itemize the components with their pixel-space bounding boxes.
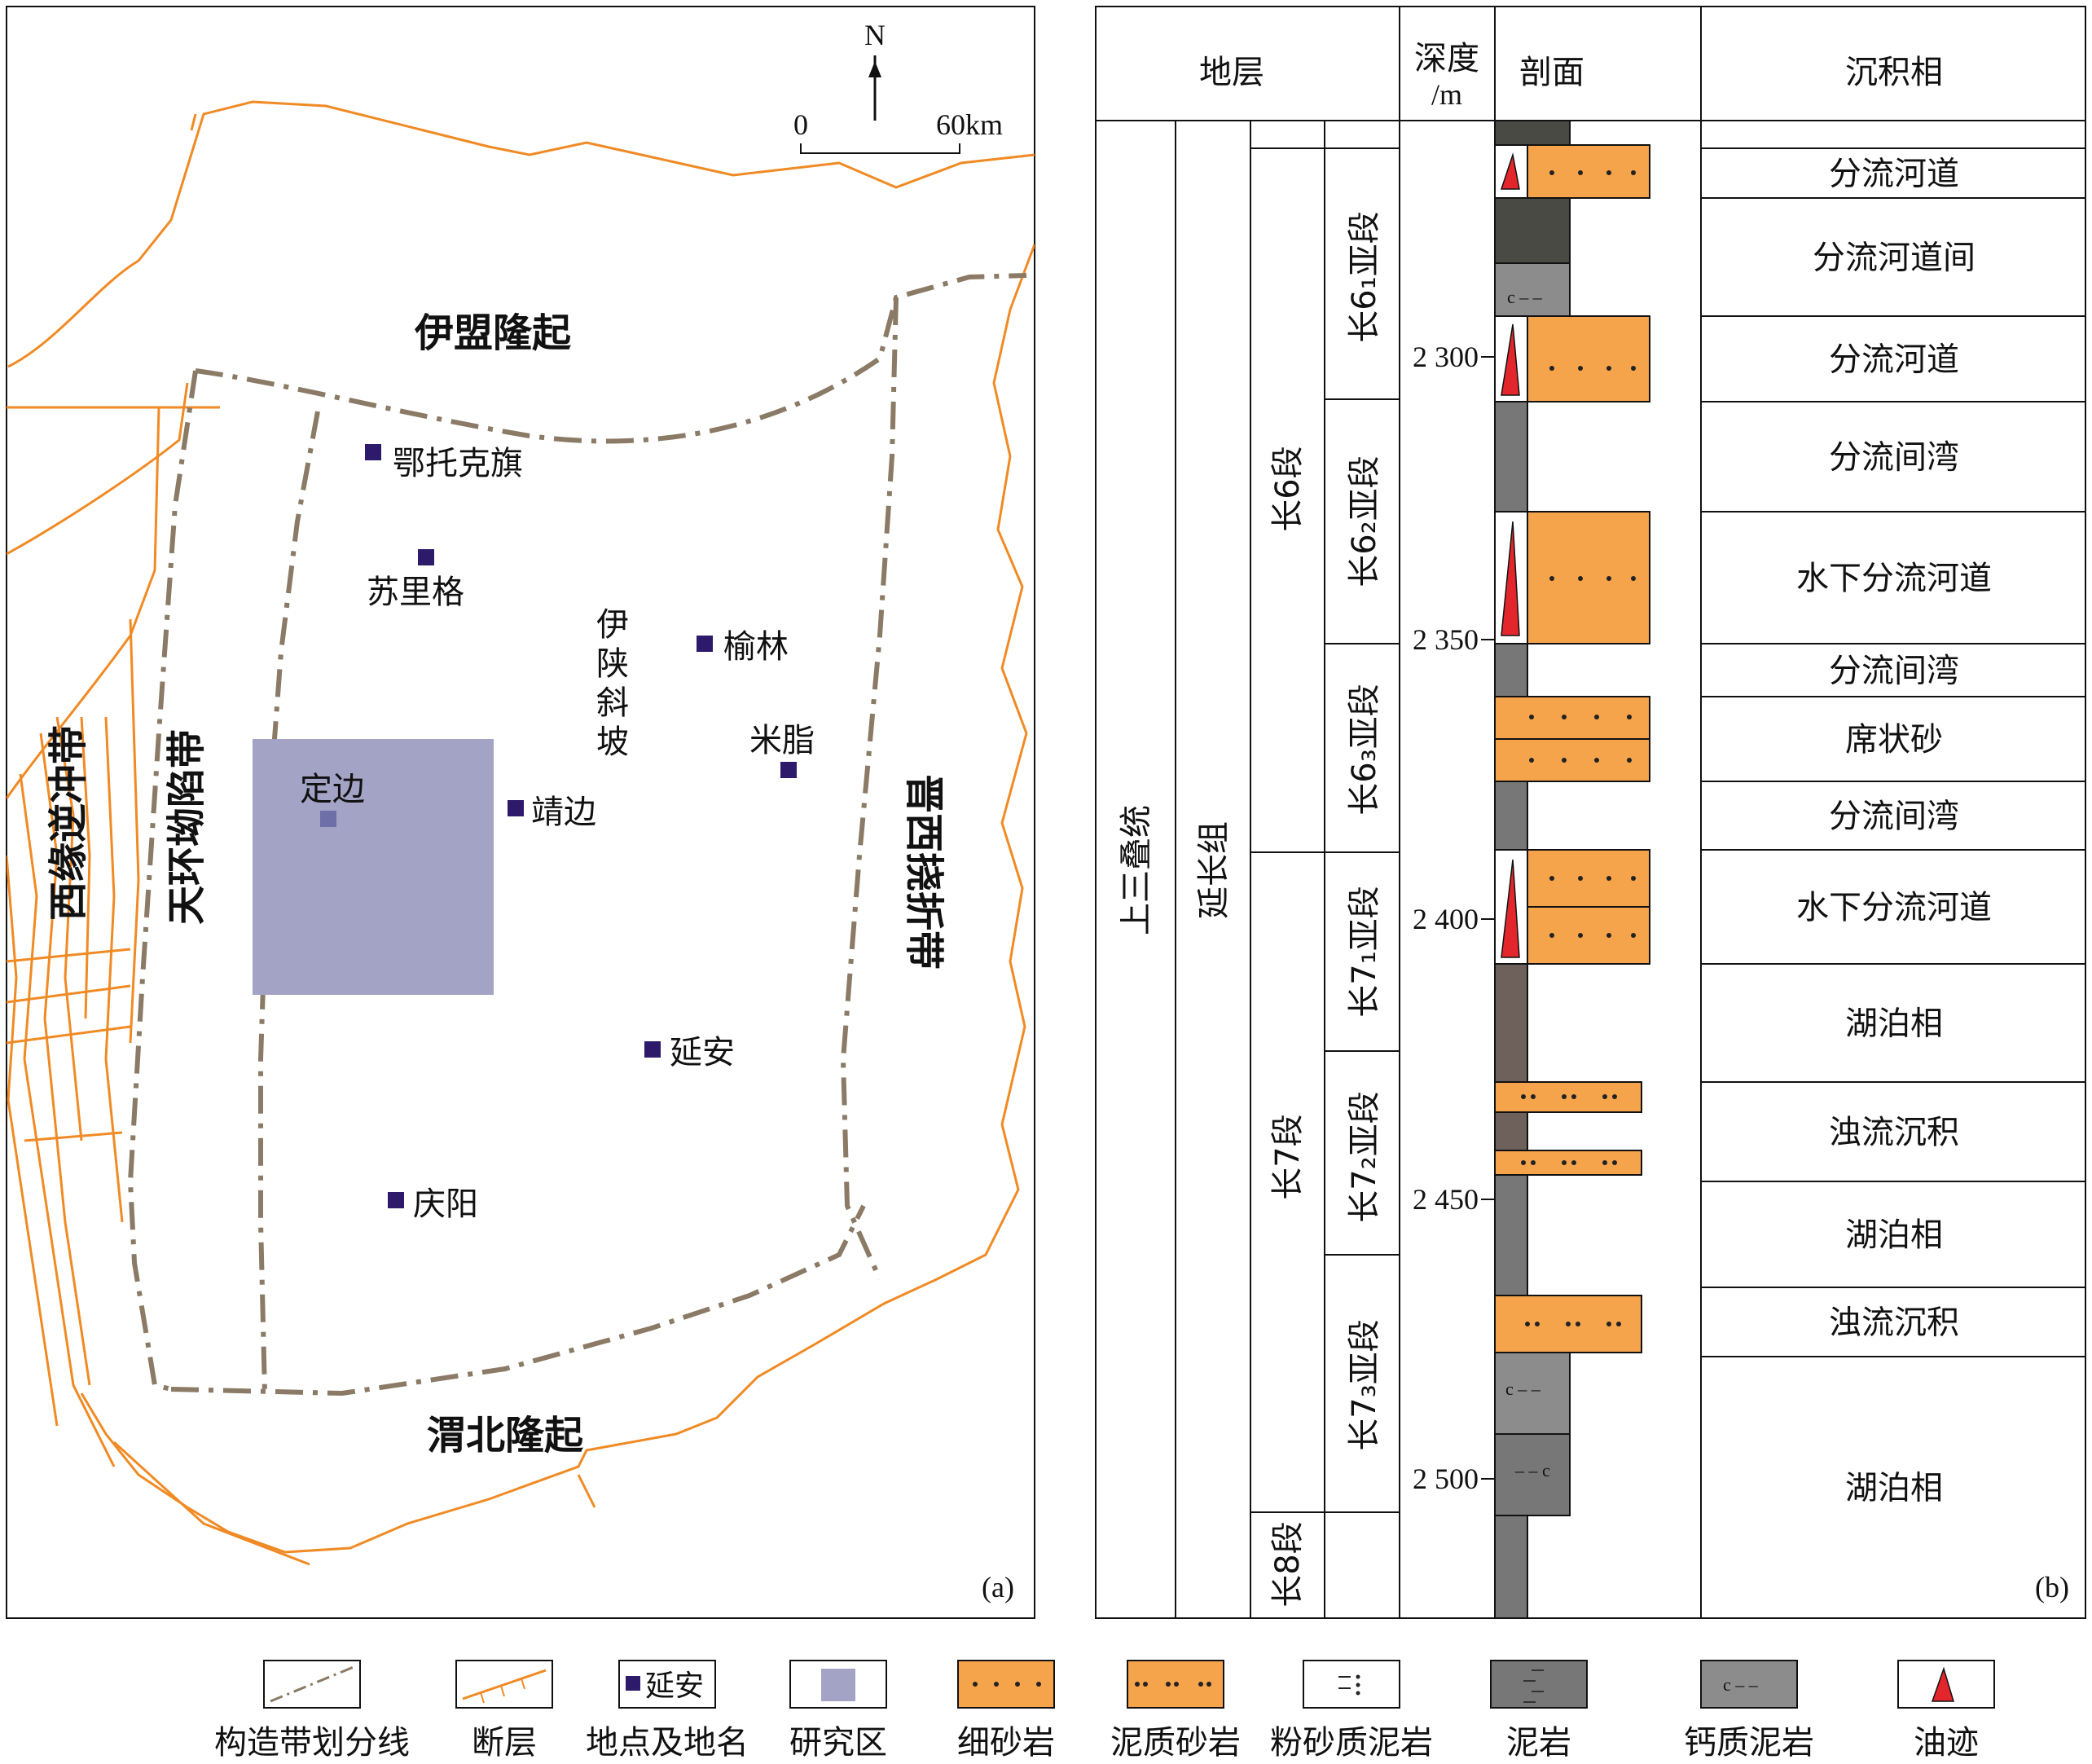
svg-text:鄂托克旗: 鄂托克旗	[393, 445, 523, 482]
legend-label: 泥岩	[1506, 1724, 1571, 1762]
depth-axis: 2 300 2 350 2 400 2 450 2 500	[1413, 341, 1495, 1495]
place-dingbian: 定边	[300, 771, 365, 827]
facies-label: 分流间湾	[1829, 798, 1959, 835]
label-western-thrust-belt: 西缘逆冲带	[46, 725, 91, 921]
svg-text:2 300: 2 300	[1413, 341, 1479, 373]
submember-c73: 长7₃亚段	[1346, 1319, 1383, 1450]
facies-label: 分流河道	[1829, 341, 1959, 379]
svg-text:c – –: c – –	[1505, 1379, 1541, 1399]
facies-label: 水下分流河道	[1796, 560, 1992, 597]
place-sulige: 苏里格	[367, 549, 464, 611]
legend-label: 油迹	[1914, 1724, 1979, 1762]
facies-label: 分流间湾	[1829, 653, 1959, 690]
header-strata: 地层	[1199, 54, 1264, 91]
place-jingbian: 靖边	[508, 794, 596, 831]
scale-bar: 0 60km	[793, 108, 1003, 154]
svg-text:靖边: 靖边	[531, 794, 596, 831]
label-weibei-uplift: 渭北隆起	[427, 1413, 584, 1458]
legend-fault	[455, 1660, 553, 1709]
svg-text:2 500: 2 500	[1413, 1463, 1479, 1495]
svg-text:米脂: 米脂	[749, 722, 815, 759]
facies-label: 浊流沉积	[1829, 1114, 1959, 1151]
label-tianhuan-depression: 天环坳陷带	[164, 729, 209, 925]
system-label: 上三叠统	[1118, 805, 1155, 935]
legend-silty-mudstone	[1303, 1660, 1400, 1709]
legend: 延安 c – – 构造带划分线 断层	[214, 1660, 1995, 1762]
header-section: 剖面	[1519, 54, 1584, 91]
header-depth-unit: /m	[1431, 78, 1462, 111]
facies-column: 分流河道分流河道间分流河道分流间湾水下分流河道分流间湾席状砂分流间湾水下分流河道…	[1701, 147, 2085, 1507]
study-area	[253, 739, 494, 995]
facies-label: 分流河道间	[1813, 240, 1976, 277]
panel-b-column: 地层 深度 /m 剖面 沉积相 上三叠统 延长组 长6段 长7段 长8段 长6₁…	[1095, 6, 2086, 1619]
formation-label: 延长组	[1195, 821, 1233, 919]
svg-text:延安: 延安	[645, 1669, 704, 1703]
legend-oil-trace	[1897, 1660, 1995, 1709]
facies-label: 湖泊相	[1845, 1005, 1943, 1043]
legend-label: 断层	[472, 1724, 537, 1762]
legend-boundary	[263, 1660, 361, 1709]
svg-text:60km: 60km	[936, 108, 1003, 141]
place-mizhi: 米脂	[749, 722, 815, 778]
svg-text:0: 0	[793, 108, 808, 141]
panel-b-label: (b)	[2035, 1571, 2069, 1603]
svg-text:N: N	[864, 19, 886, 51]
north-arrow: N	[864, 19, 886, 121]
legend-label: 钙质泥岩	[1684, 1724, 1814, 1762]
panel-a-label: (a)	[982, 1571, 1014, 1603]
panel-a-map: N 0 60km 伊盟隆起 渭北隆起 西缘逆冲带 天环坳陷带 晋西挠折带 伊陕斜…	[6, 6, 1035, 1619]
label-yimeng-uplift: 伊盟隆起	[414, 310, 572, 356]
member-c8: 长8段	[1269, 1521, 1307, 1607]
legend-mudstone	[1490, 1660, 1588, 1709]
yishan-slope-text: 伊陕斜坡	[596, 606, 629, 761]
svg-text:c – –: c – –	[1507, 287, 1543, 307]
legend-label: 研究区	[789, 1724, 887, 1762]
facies-label: 分流河道	[1829, 156, 1959, 193]
lithology-column: c – – c – – – – c	[1494, 120, 1650, 1619]
label-yishan-slope: 伊陕斜坡	[596, 606, 629, 761]
svg-text:2 450: 2 450	[1413, 1183, 1479, 1216]
tectonic-boundaries	[127, 273, 1027, 1397]
legend-calcareous-mudstone: c – –	[1700, 1660, 1798, 1709]
legend-fine-sandstone	[957, 1660, 1055, 1709]
legend-label: 地点及地名	[586, 1724, 749, 1762]
svg-text:– – c: – – c	[1514, 1460, 1550, 1480]
member-c6: 长6段	[1269, 446, 1307, 531]
legend-muddy-sandstone	[1127, 1660, 1224, 1709]
svg-text:2 350: 2 350	[1413, 623, 1479, 656]
legend-study-area	[789, 1660, 887, 1709]
facies-label: 湖泊相	[1845, 1470, 1943, 1507]
facies-label: 水下分流河道	[1796, 889, 1992, 926]
legend-label: 细砂岩	[957, 1724, 1055, 1762]
legend-label: 粉砂质泥岩	[1270, 1724, 1433, 1762]
legend-label: 泥质砂岩	[1110, 1724, 1241, 1762]
svg-text:定边: 定边	[300, 771, 365, 808]
place-etuokeqi: 鄂托克旗	[365, 444, 523, 482]
svg-text:榆林: 榆林	[723, 628, 789, 666]
svg-text:延安: 延安	[670, 1034, 735, 1071]
place-yulin: 榆林	[697, 628, 789, 666]
legend-label: 构造带划分线	[214, 1724, 410, 1762]
place-qingyang: 庆阳	[388, 1186, 478, 1223]
submember-c61: 长6₁亚段	[1346, 211, 1383, 342]
label-jinxi-flexure-belt: 晋西挠折带	[901, 774, 947, 970]
header-depth: 深度	[1414, 40, 1479, 77]
submember-c72: 长7₂亚段	[1346, 1091, 1383, 1222]
submember-c63: 长6₃亚段	[1346, 684, 1383, 815]
facies-label: 席状砂	[1845, 721, 1943, 759]
place-yanan: 延安	[644, 1034, 735, 1071]
svg-text:庆阳: 庆阳	[413, 1186, 478, 1223]
facies-label: 浊流沉积	[1829, 1304, 1959, 1342]
svg-text:c – –: c – –	[1723, 1674, 1759, 1695]
submember-c71: 长7₁亚段	[1346, 886, 1383, 1017]
facies-label: 分流间湾	[1829, 439, 1959, 477]
svg-text:2 400: 2 400	[1413, 903, 1479, 935]
legend-place: 延安	[618, 1660, 716, 1709]
fault-lines	[7, 100, 1035, 1566]
facies-label: 湖泊相	[1845, 1216, 1943, 1254]
submember-c62: 长6₂亚段	[1346, 455, 1383, 587]
member-c7: 长7段	[1269, 1114, 1307, 1199]
svg-text:苏里格: 苏里格	[367, 574, 464, 611]
header-facies: 沉积相	[1845, 54, 1943, 91]
